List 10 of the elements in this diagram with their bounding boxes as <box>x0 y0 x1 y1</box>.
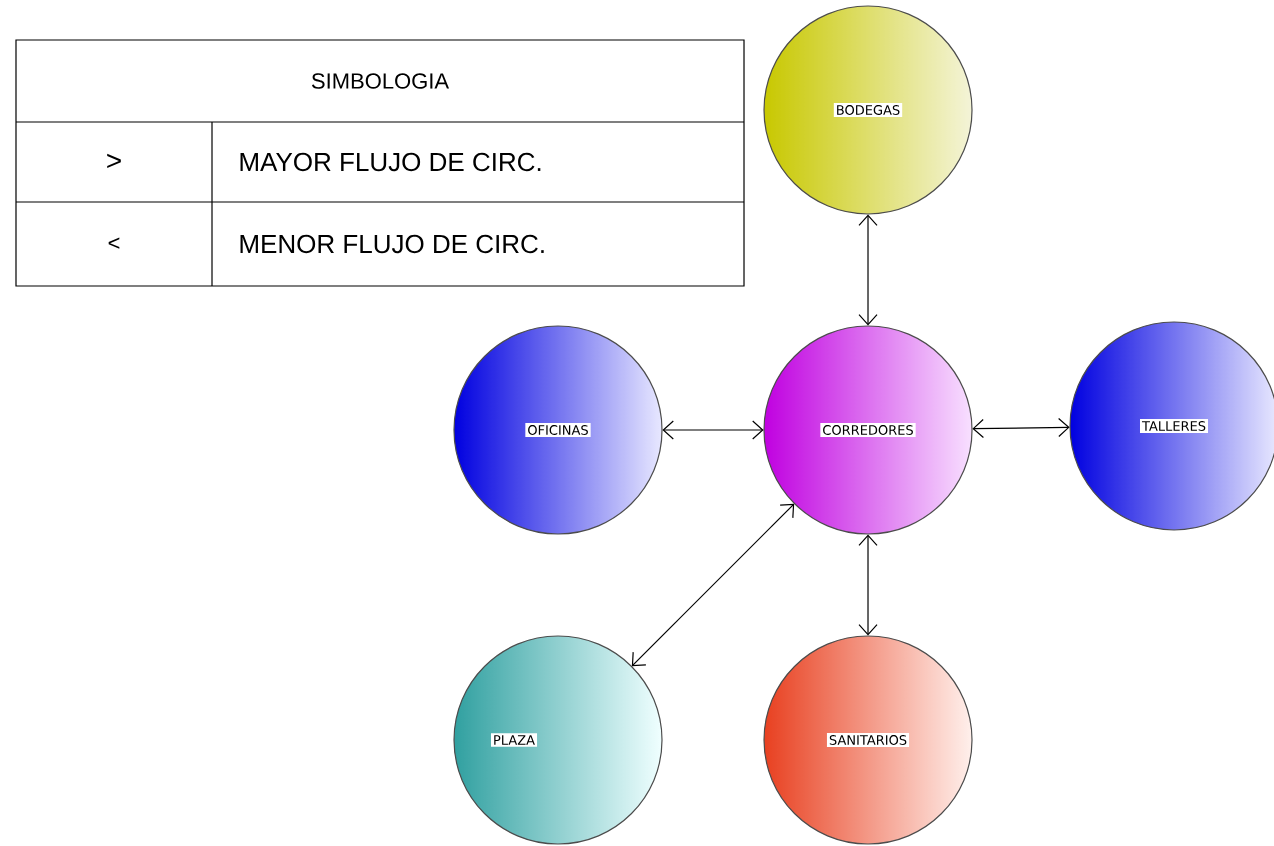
arrow <box>631 503 795 667</box>
table-cell: MAYOR FLUJO DE CIRC. <box>240 152 541 172</box>
arrow <box>858 214 878 326</box>
flow-symbol: < <box>108 237 120 249</box>
table-cell: MENOR FLUJO DE CIRC. <box>240 234 544 254</box>
flow-symbol: > <box>107 153 121 169</box>
table-heading: SIMBOLOGIA <box>311 73 450 89</box>
arrow <box>662 420 764 440</box>
arrow <box>972 417 1070 439</box>
arrow <box>858 534 878 636</box>
